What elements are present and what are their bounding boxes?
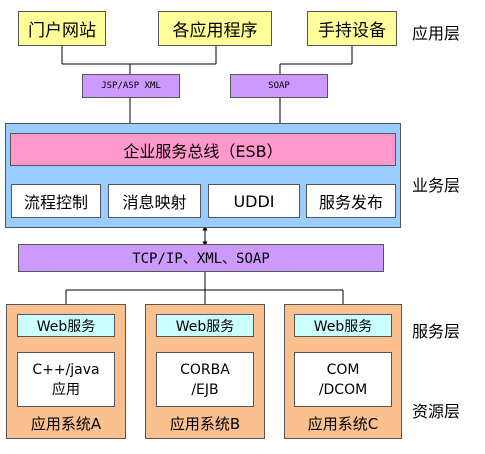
system-name-b: 应用系统B xyxy=(169,415,241,433)
esb-bar: 企业服务总线（ESB） xyxy=(10,133,396,166)
tech-box-b: CORBA /EJB xyxy=(156,352,254,407)
tech-box-a: C++/java 应用 xyxy=(17,352,115,407)
app-handheld-devices: 手持设备 xyxy=(307,11,397,46)
protocol-jsp-asp-xml: JSP/ASP XML xyxy=(82,74,180,98)
tech-a-line2: 应用 xyxy=(52,381,80,398)
layer-label-application: 应用层 xyxy=(412,24,461,43)
web-service-a: Web服务 xyxy=(17,314,115,337)
tech-c-line2: /DCOM xyxy=(318,381,368,398)
protocol-soap: SOAP xyxy=(230,74,328,98)
layer-label-resource: 资源层 xyxy=(412,402,461,421)
service-process-control: 流程控制 xyxy=(11,184,101,218)
tech-a-line1: C++/java xyxy=(32,361,100,378)
service-publishing: 服务发布 xyxy=(306,184,396,218)
web-service-b: Web服务 xyxy=(156,314,254,337)
tech-b-line1: CORBA xyxy=(180,361,230,378)
system-name-c: 应用系统C xyxy=(307,415,379,433)
service-message-mapping: 消息映射 xyxy=(108,184,201,218)
system-name-a: 应用系统A xyxy=(30,415,102,433)
service-uddi: UDDI xyxy=(208,184,300,218)
tech-box-c: COM /DCOM xyxy=(294,352,392,407)
app-applications: 各应用程序 xyxy=(158,11,272,46)
transport-protocols-bar: TCP/IP、XML、SOAP xyxy=(18,244,384,272)
app-portal-website: 门户网站 xyxy=(18,11,106,46)
tech-c-line1: COM xyxy=(326,361,360,378)
layer-label-service: 服务层 xyxy=(412,322,461,341)
tech-b-line2: /EJB xyxy=(191,381,219,398)
web-service-c: Web服务 xyxy=(294,314,392,337)
layer-label-business: 业务层 xyxy=(412,176,461,195)
